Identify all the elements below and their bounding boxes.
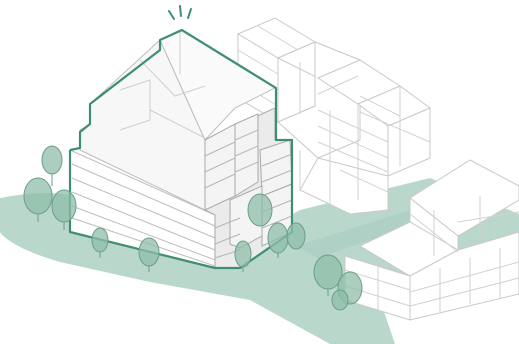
emphasis-lines-icon <box>169 6 191 19</box>
tree <box>332 290 348 310</box>
tree <box>235 241 251 267</box>
tree <box>139 238 159 266</box>
tree <box>314 255 342 289</box>
tree <box>287 223 305 249</box>
tree <box>24 178 52 214</box>
tree <box>42 146 62 174</box>
tree <box>92 228 108 252</box>
tree <box>248 194 272 226</box>
tree <box>268 223 288 253</box>
tree <box>52 190 76 222</box>
